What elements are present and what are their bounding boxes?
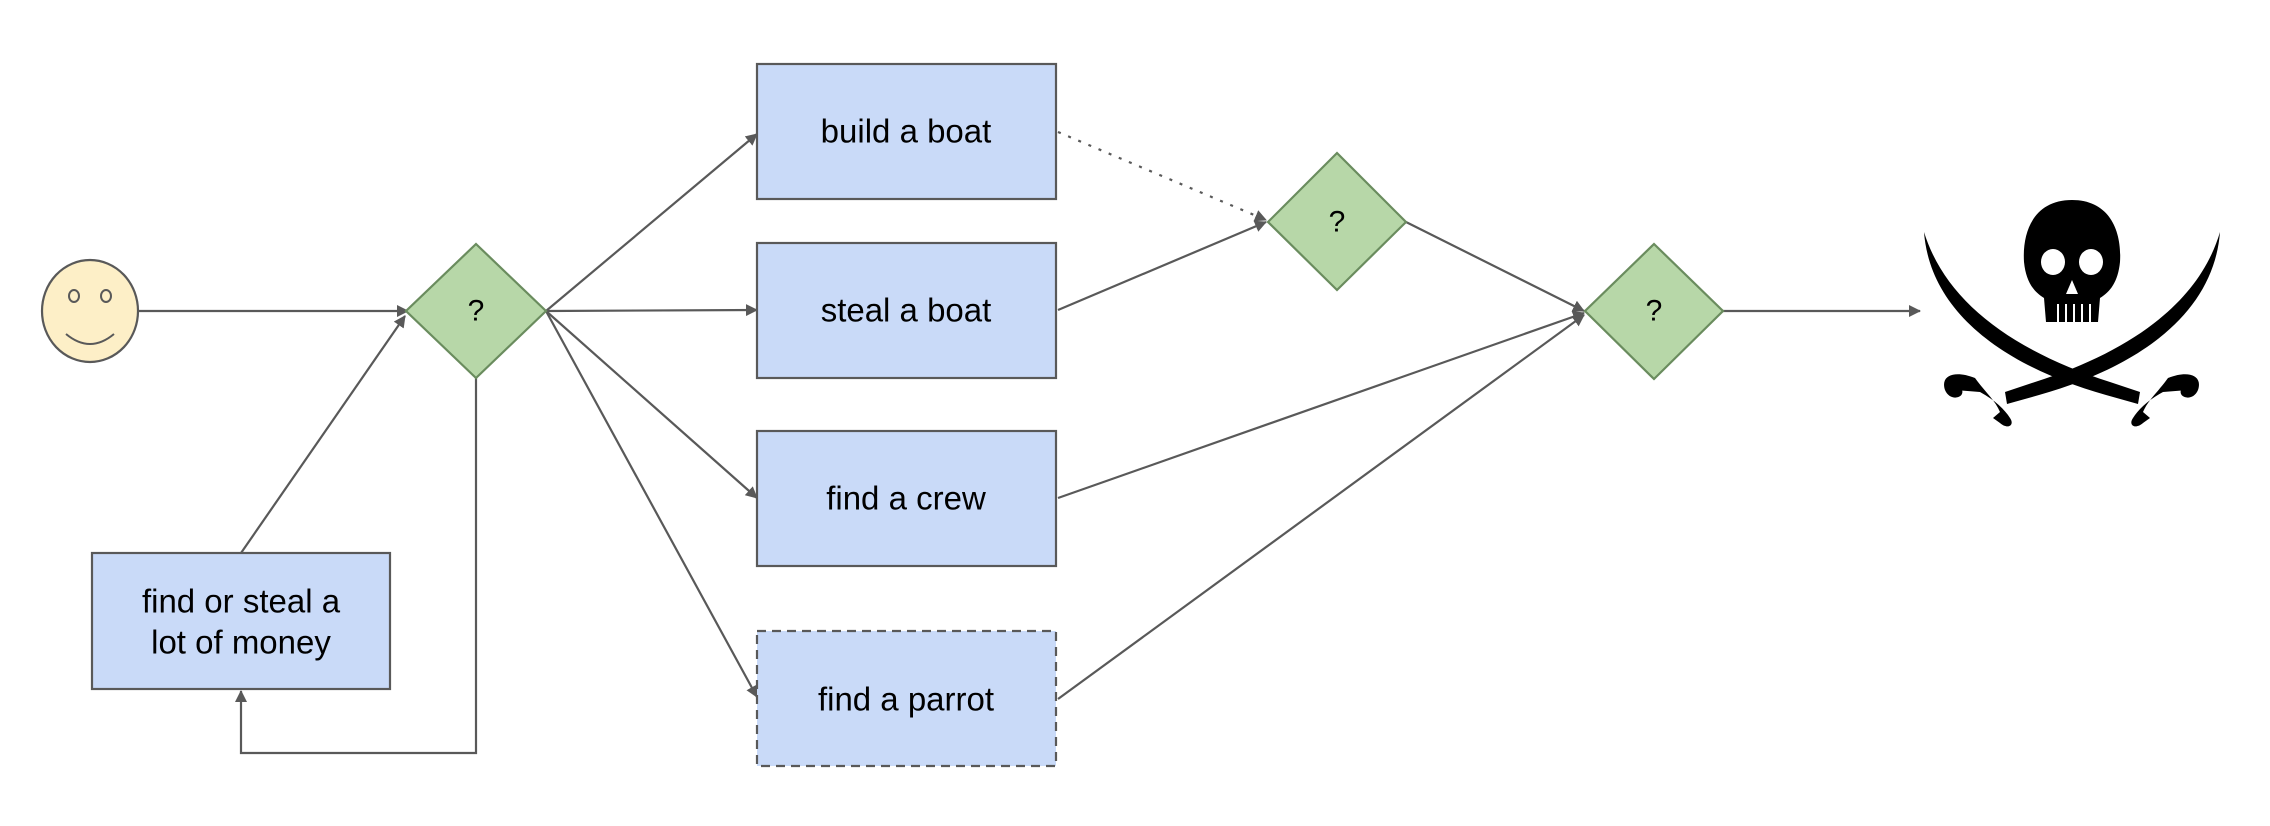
decision-2-label: ? — [1329, 206, 1346, 239]
edge-steal-boat-to-decision-2 — [1057, 220, 1267, 312]
money-box-label-line-2: lot of money — [151, 624, 331, 661]
money-box-label-line-1: find or steal a — [142, 583, 341, 620]
find-parrot-label: find a parrot — [818, 681, 994, 718]
decision-1-label: ? — [468, 295, 485, 328]
money-box: find or steal a lot of money — [90, 551, 392, 691]
decision-3-label: ? — [1646, 295, 1663, 328]
find-crew-box: find a crew — [755, 429, 1058, 568]
build-boat-label: build a boat — [821, 113, 992, 150]
edge-decision-1-to-steal-boat — [545, 304, 758, 317]
find-parrot-box: find a parrot — [755, 629, 1058, 768]
steal-boat-box: steal a boat — [755, 241, 1058, 380]
edge-build-boat-to-decision-2 — [1057, 130, 1267, 222]
decision-2: ? — [1266, 151, 1408, 292]
steal-boat-label: steal a boat — [821, 292, 992, 329]
edge-find-crew-to-decision-3 — [1057, 310, 1585, 500]
build-boat-box: build a boat — [755, 62, 1058, 201]
find-crew-label: find a crew — [826, 480, 986, 517]
edge-money-to-decision-1 — [240, 315, 406, 554]
edges — [138, 130, 1921, 755]
skull-crossed-swords-icon — [1924, 200, 2220, 427]
edge-find-parrot-to-decision-3 — [1057, 314, 1585, 700]
edge-decision-1-to-build-boat — [545, 133, 758, 312]
edge-decision-1-to-money — [235, 378, 478, 755]
edge-decision-1-to-find-crew — [545, 310, 758, 499]
decision-3: ? — [1583, 242, 1725, 381]
smiley-face-icon — [40, 258, 140, 364]
edge-decision-1-to-find-parrot — [545, 310, 758, 698]
decision-1: ? — [404, 242, 548, 380]
edge-decision-2-to-decision-3 — [1405, 221, 1585, 312]
